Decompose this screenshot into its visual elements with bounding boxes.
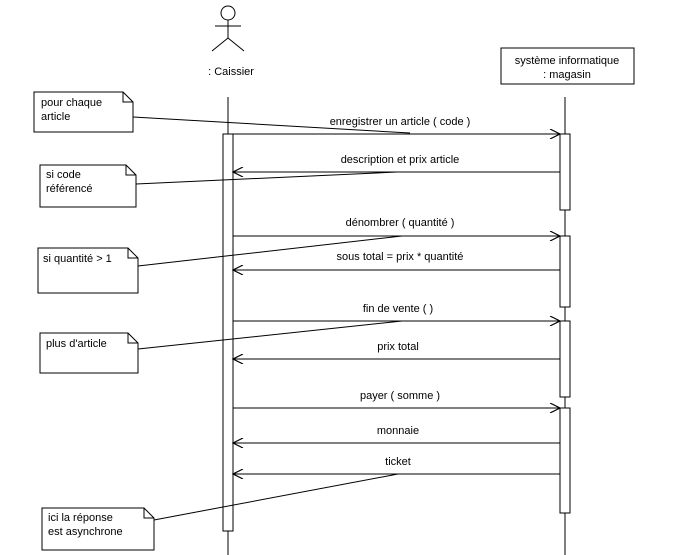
object-systeme-box [500,47,635,85]
message-3-label: dénombrer ( quantité ) [346,217,455,229]
note-4: plus d'article [39,320,403,374]
object-systeme-label-line-2: : magasin [543,69,591,81]
message-1: enregistrer un article ( code ) [233,116,560,134]
note-2: si code référencé [39,164,398,208]
note-5-line-2: est asynchrone [48,526,123,538]
note-4-anchor [137,320,403,350]
message-4: sous total = prix * quantité [233,251,560,270]
message-7: payer ( somme ) [233,390,560,408]
message-8: monnaie [233,425,560,443]
note-4-box [39,332,139,374]
message-9-label: ticket [385,456,411,468]
note-2-box [39,164,137,208]
message-1-label: enregistrer un article ( code ) [330,116,471,128]
note-2-line-2: référencé [46,183,92,195]
note-3-box [37,247,139,294]
activation-systeme-2 [559,235,571,308]
note-2-line-1: si code [46,169,81,181]
note-5-box [41,507,155,551]
message-7-label: payer ( somme ) [360,390,440,402]
note-2-anchor [135,171,398,185]
activation-systeme-4 [559,407,571,514]
message-8-label: monnaie [377,425,419,437]
message-9: ticket [233,456,560,474]
note-1-line-2: article [41,111,70,123]
object-systeme: système informatique : magasin [500,47,635,85]
activation-caissier [222,133,234,532]
stick-figure-icon [211,5,245,52]
note-1: pour chaque article [33,91,411,134]
message-5: fin de vente ( ) [233,303,560,321]
message-2: description et prix article [233,154,560,172]
message-5-label: fin de vente ( ) [363,303,433,315]
note-3-line-1: si quantité > 1 [43,253,112,265]
message-3: dénombrer ( quantité ) [233,217,560,236]
note-3: si quantité > 1 [37,235,403,294]
activation-systeme-1 [559,133,571,211]
activation-systeme-3 [559,320,571,398]
note-1-line-1: pour chaque [41,97,102,109]
note-5: ici la réponse est asynchrone [41,473,399,551]
object-systeme-label-line-1: système informatique [515,55,620,67]
note-5-anchor [153,473,399,521]
note-3-anchor [137,235,403,267]
message-6-label: prix total [377,341,419,353]
actor-caissier-label: : Caissier [208,66,254,78]
message-4-label: sous total = prix * quantité [337,251,464,263]
message-6: prix total [233,341,560,359]
message-2-label: description et prix article [341,154,460,166]
actor-caissier: : Caissier [208,5,254,78]
note-1-anchor [132,116,411,134]
note-4-line-1: plus d'article [46,338,107,350]
note-5-line-1: ici la réponse [48,512,113,524]
